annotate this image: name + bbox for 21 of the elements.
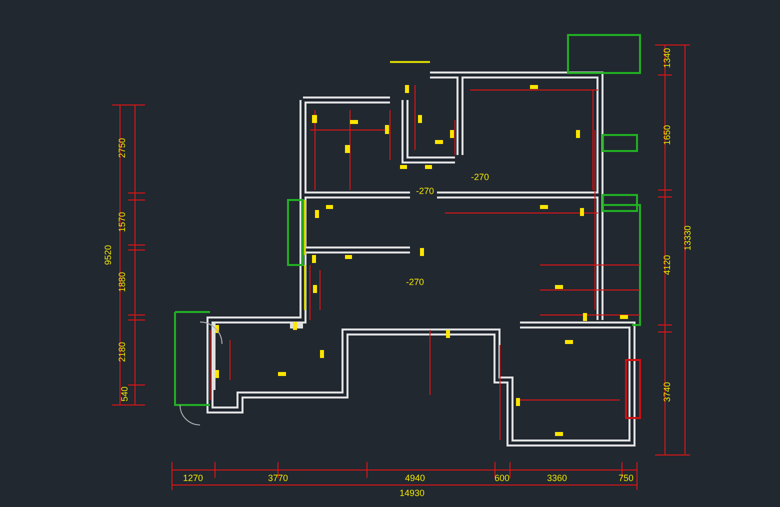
dimension-label: 4940 [405, 473, 426, 483]
dimension-label: 4120 [662, 254, 672, 276]
dimension-label: 540 [119, 386, 130, 402]
level-mark: -270 [406, 277, 424, 287]
dimension-label: 2750 [117, 138, 128, 158]
dimension-label: 9520 [103, 244, 114, 266]
dimension-label: 3770 [268, 473, 288, 483]
dimension-label: 13330 [682, 225, 692, 251]
dimension-label: 1650 [662, 124, 672, 146]
dimension-label: 1270 [183, 473, 204, 483]
level-mark: -270 [416, 186, 434, 196]
dimension-label: 1570 [117, 212, 128, 232]
dimension-label: 14930 [400, 488, 425, 498]
dimension-label: 1340 [662, 48, 672, 68]
dimension-label: 1880 [117, 272, 128, 292]
dimension-label: 750 [618, 473, 634, 483]
dimension-label: 2180 [117, 342, 128, 362]
dimension-label: 3360 [547, 473, 568, 483]
dimension-label: 3740 [662, 382, 672, 402]
dimension-label: 600 [494, 473, 510, 483]
level-mark: -270 [471, 172, 490, 182]
